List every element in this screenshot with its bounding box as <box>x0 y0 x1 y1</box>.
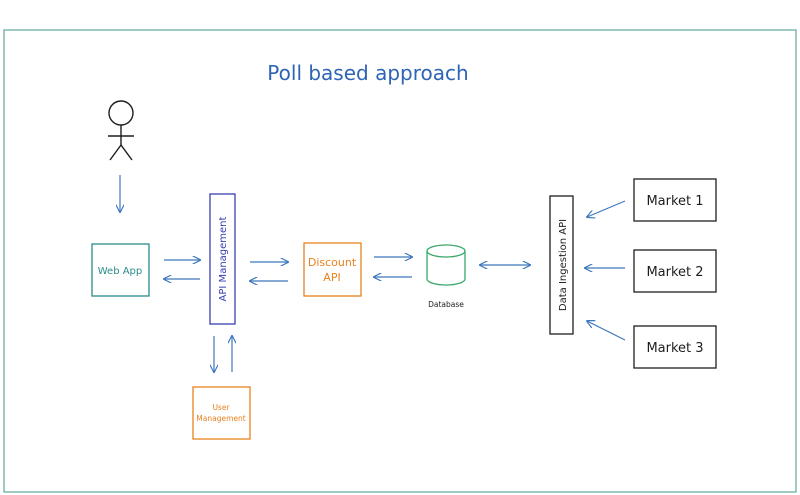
diagram-title: Poll based approach <box>267 61 468 85</box>
arrow-market1-to-ingestion <box>587 200 626 217</box>
user-actor-icon <box>108 100 134 161</box>
discount-api-node[interactable]: Discount API <box>303 242 362 297</box>
user-management-node[interactable]: User Management <box>192 386 251 440</box>
market-2-node[interactable]: Market 2 <box>633 249 717 293</box>
market-3-node[interactable]: Market 3 <box>633 325 717 369</box>
user-management-label-line1: User <box>212 403 230 412</box>
discount-api-label-line1: Discount <box>308 256 357 269</box>
market-1-node[interactable]: Market 1 <box>633 178 717 222</box>
discount-api-label-line2: API <box>323 271 340 284</box>
market-1-label: Market 1 <box>646 194 703 209</box>
market-2-label: Market 2 <box>646 265 703 280</box>
diagram-frame <box>3 29 797 493</box>
api-management-node[interactable]: API Management <box>209 193 236 325</box>
api-management-label: API Management <box>218 216 229 301</box>
web-app-label: Web App <box>98 266 143 277</box>
data-ingestion-api-label: Data Ingestion API <box>558 219 569 311</box>
arrow-market3-to-ingestion <box>587 321 626 341</box>
database-icon[interactable] <box>426 244 466 286</box>
web-app-node[interactable]: Web App <box>91 243 150 297</box>
database-label: Database <box>428 300 464 309</box>
data-ingestion-api-node[interactable]: Data Ingestion API <box>549 195 574 335</box>
market-3-label: Market 3 <box>646 341 703 356</box>
user-management-label-line2: Management <box>196 414 245 423</box>
